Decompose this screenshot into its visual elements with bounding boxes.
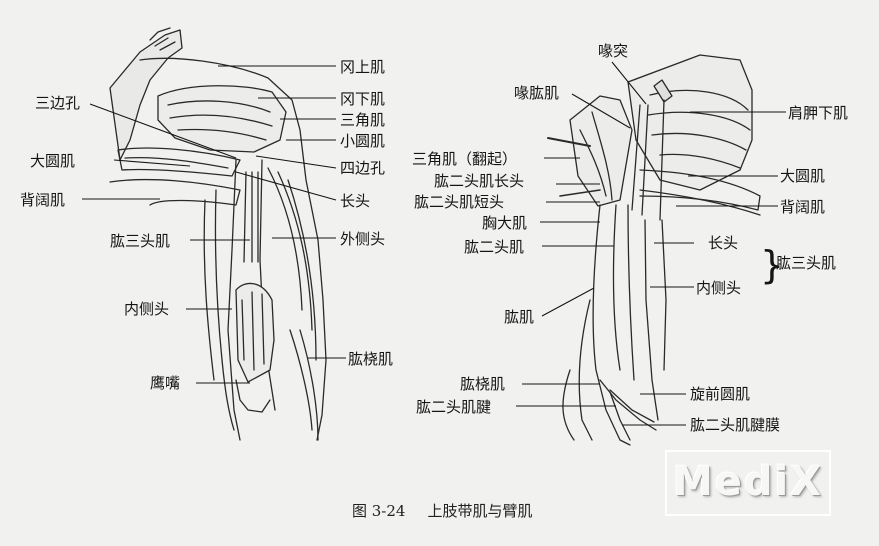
label-biceps-short-head: 肱二头肌短头 <box>414 193 505 211</box>
label-infraspinatus: 冈下肌 <box>340 90 386 108</box>
brace-symbol: } <box>760 243 785 287</box>
label-subscapularis: 肩胛下肌 <box>788 104 849 122</box>
label-triangular-space: 三边孔 <box>35 94 81 112</box>
label-olecranon: 鹰嘴 <box>150 374 181 392</box>
label-latissimus-left: 背阔肌 <box>20 191 66 209</box>
label-teres-major-left: 大圆肌 <box>30 152 76 170</box>
label-supraspinatus: 冈上肌 <box>340 58 386 76</box>
label-medial-head-right: 内侧头 <box>696 279 742 297</box>
label-coracobrachialis: 喙肱肌 <box>514 84 560 102</box>
label-brachialis: 肱肌 <box>504 308 535 326</box>
label-long-head-left: 长头 <box>340 192 371 210</box>
label-teres-major-right: 大圆肌 <box>780 167 826 185</box>
label-deltoid-reflected: 三角肌（翻起） <box>412 150 518 168</box>
watermark-text: MediX <box>672 459 824 505</box>
label-bicipital-aponeurosis: 肱二头肌腱膜 <box>690 416 781 434</box>
right-arm-drawing <box>547 54 761 446</box>
label-triceps-right: 肱三头肌 <box>776 254 837 272</box>
label-triceps-left: 肱三头肌 <box>110 232 171 250</box>
figure-caption: 图 3-24 上肢带肌与臂肌 <box>352 500 554 521</box>
label-latissimus-right: 背阔肌 <box>780 198 826 216</box>
leader-lines <box>82 61 786 426</box>
label-biceps-tendon: 肱二头肌腱 <box>416 398 492 416</box>
label-medial-head-left: 内侧头 <box>124 300 170 318</box>
caption-number: 图 3-24 <box>352 502 406 520</box>
label-brachioradialis-left: 肱桡肌 <box>348 350 394 368</box>
label-pronator-teres: 旋前圆肌 <box>690 385 751 403</box>
label-pectoralis-major: 胸大肌 <box>482 214 528 232</box>
left-arm-drawing <box>109 27 327 441</box>
label-quadrangular-space: 四边孔 <box>340 159 386 177</box>
watermark-logo: MediX <box>665 450 831 516</box>
label-biceps: 肱二头肌 <box>464 238 525 256</box>
label-long-head-right: 长头 <box>708 234 739 252</box>
label-coracoid: 喙突 <box>598 42 629 60</box>
label-teres-minor: 小圆肌 <box>340 132 386 150</box>
caption-title: 上肢带肌与臂肌 <box>427 502 533 520</box>
label-lateral-head: 外侧头 <box>340 230 386 248</box>
label-deltoid: 三角肌 <box>340 111 386 129</box>
label-brachioradialis-right: 肱桡肌 <box>460 375 506 393</box>
label-biceps-long-head: 肱二头肌长头 <box>434 172 525 190</box>
